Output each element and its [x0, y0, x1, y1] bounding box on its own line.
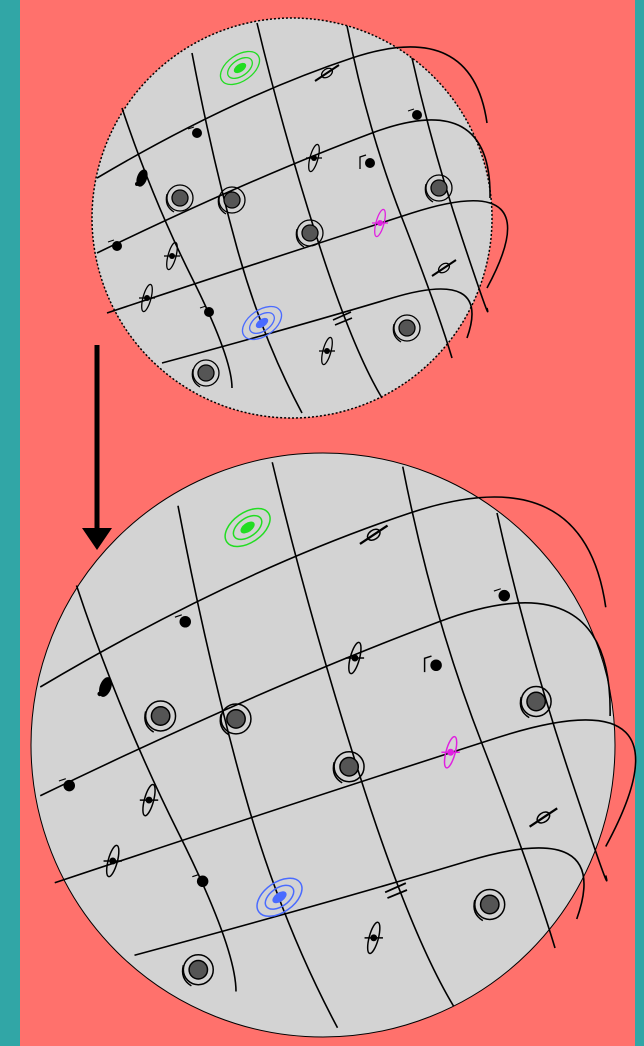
large-sphere-body: [31, 453, 615, 1037]
small-sphere-body: [92, 18, 492, 418]
